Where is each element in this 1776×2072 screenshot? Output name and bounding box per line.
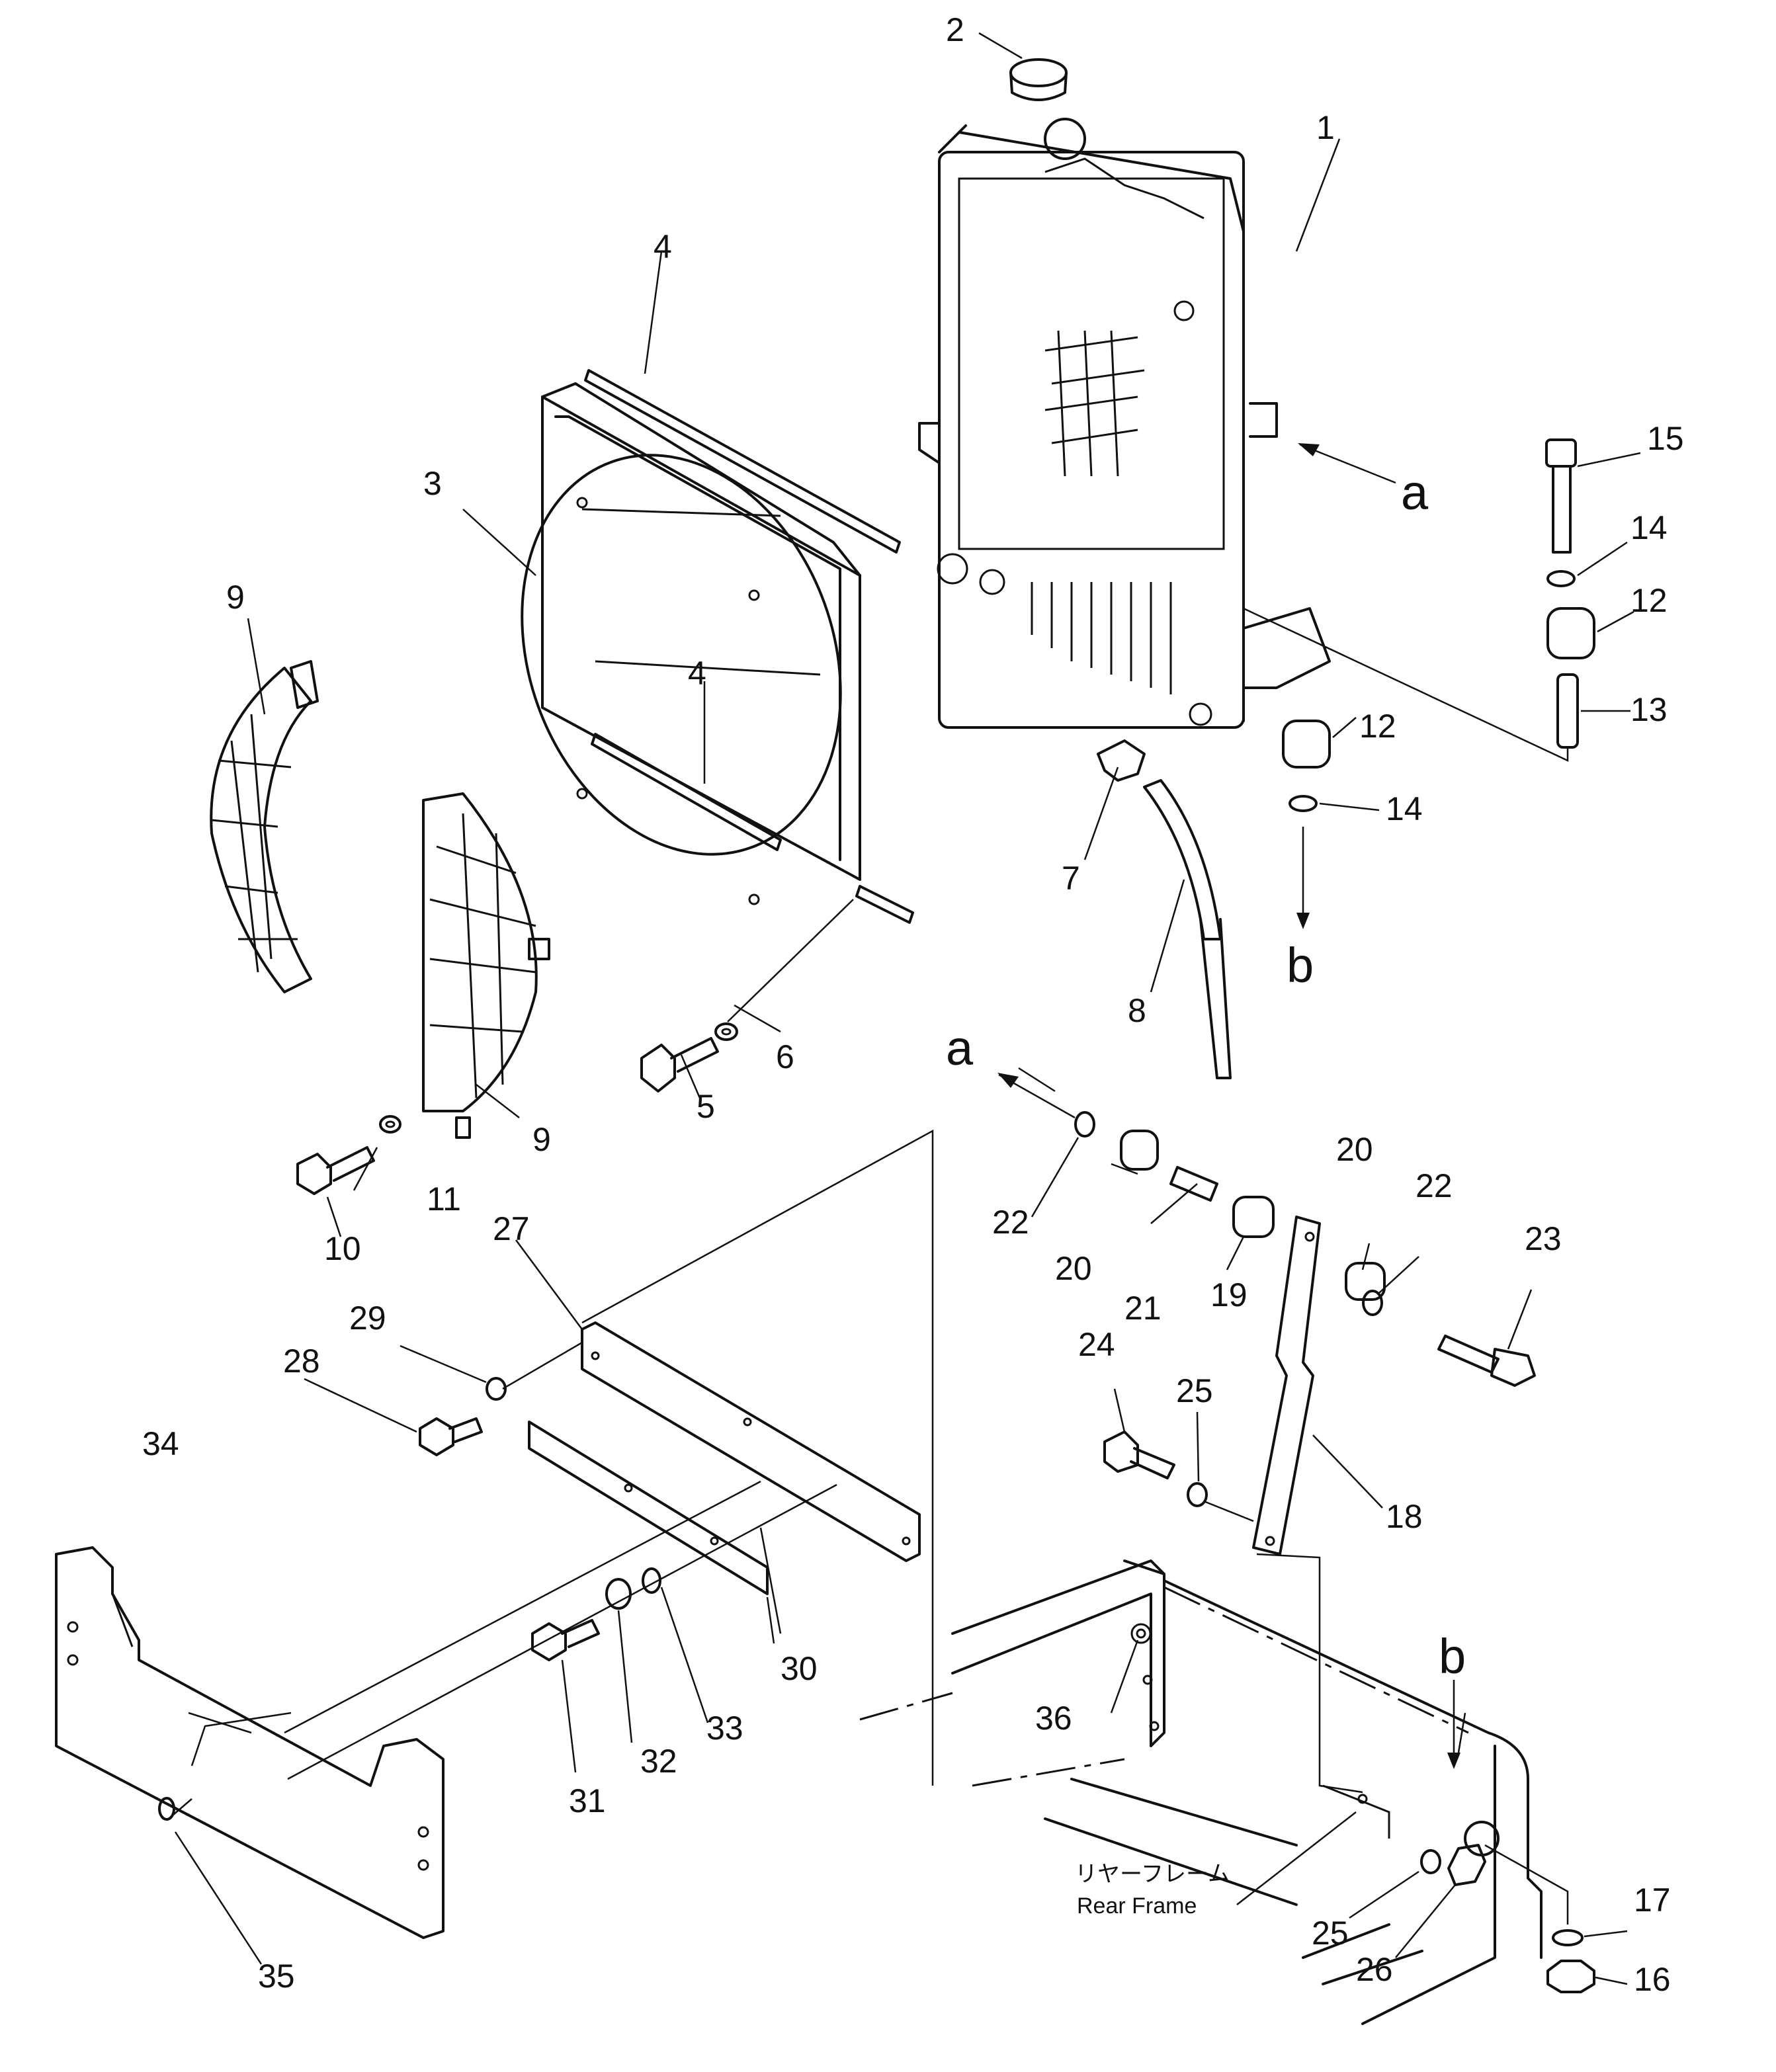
bolt-5 (640, 1037, 719, 1093)
cover-34 (55, 1546, 444, 1939)
callout-14-lower: 14 (1386, 790, 1423, 827)
view-letter-a-radiator: a (1401, 465, 1429, 520)
callout-8: 8 (1128, 992, 1146, 1029)
callout-19: 19 (1210, 1276, 1247, 1313)
callout-18: 18 (1386, 1498, 1423, 1535)
washer-22-left (1074, 1111, 1095, 1138)
callout-17: 17 (1634, 1882, 1671, 1919)
callout-31: 31 (569, 1782, 606, 1819)
bolt-23 (1437, 1335, 1536, 1387)
callout-4-mid: 4 (688, 655, 706, 692)
callout-21: 21 (1124, 1290, 1162, 1327)
callout-28: 28 (283, 1343, 320, 1380)
cushion-12-lower (1282, 720, 1331, 768)
washer-14-upper (1546, 570, 1576, 587)
callout-10: 10 (324, 1230, 361, 1267)
callout-1: 1 (1316, 109, 1335, 146)
washer-17 (1552, 1929, 1584, 1946)
callout-3: 3 (423, 465, 442, 502)
callout-2: 2 (946, 11, 964, 48)
callout-15: 15 (1647, 420, 1684, 457)
fan-guard-left (210, 660, 319, 993)
washer-29 (486, 1377, 507, 1401)
rear-frame-label-jp: リヤーフレーム (1075, 1862, 1230, 1887)
callout-4-top: 4 (654, 228, 672, 265)
lockwasher-33 (642, 1567, 661, 1594)
radiator-hose (1143, 779, 1232, 1079)
plate-30 (528, 1421, 769, 1595)
callout-27: 27 (493, 1210, 530, 1247)
callout-5: 5 (697, 1088, 715, 1125)
bolt-31 (531, 1619, 600, 1661)
cushion-19 (1232, 1196, 1275, 1238)
rear-frame-label-en: Rear Frame (1077, 1893, 1197, 1919)
washer-22-right (1362, 1290, 1383, 1316)
bolt-24 (1103, 1430, 1175, 1479)
fan-shroud (521, 382, 861, 905)
callout-25-lower: 25 (1312, 1915, 1349, 1952)
callout-35: 35 (258, 1958, 295, 1995)
bolt-28 (419, 1417, 483, 1456)
collar-21 (1169, 1166, 1218, 1202)
callout-16: 16 (1634, 1961, 1671, 1998)
callout-24: 24 (1078, 1326, 1115, 1363)
callout-9-right: 9 (532, 1121, 551, 1158)
bolt-10 (296, 1146, 375, 1195)
callout-22-left: 22 (992, 1204, 1029, 1241)
callout-30: 30 (781, 1650, 818, 1687)
plate-27 (581, 1321, 921, 1562)
radiator (918, 118, 1331, 729)
view-letter-b-frame: b (1439, 1629, 1466, 1684)
callout-23: 23 (1525, 1220, 1562, 1257)
nut-16 (1546, 1960, 1595, 1993)
callout-26: 26 (1356, 1951, 1393, 1988)
callout-12-upper: 12 (1630, 582, 1668, 619)
radiator-cap (1009, 58, 1068, 101)
nut-26 (1447, 1844, 1486, 1886)
callout-20-right: 20 (1336, 1131, 1373, 1168)
callout-36: 36 (1035, 1700, 1072, 1737)
collar-13 (1556, 673, 1579, 749)
plug-35 (158, 1797, 175, 1821)
view-arrow-b-down (1296, 913, 1310, 929)
washer-32 (605, 1578, 632, 1610)
callout-34: 34 (142, 1425, 179, 1462)
callout-33: 33 (706, 1710, 743, 1747)
callout-6: 6 (776, 1038, 794, 1075)
washer-25-upper (1187, 1482, 1208, 1507)
callout-12-lower: 12 (1359, 708, 1396, 745)
cushion-12-upper (1546, 607, 1595, 659)
washer-25-lower (1420, 1849, 1441, 1874)
fan-guard-right (422, 792, 550, 1139)
view-arrow-a-radiator (1298, 443, 1396, 484)
callout-7: 7 (1062, 860, 1080, 897)
seal-strips (584, 369, 914, 924)
callout-29: 29 (349, 1300, 386, 1337)
callout-32: 32 (640, 1743, 677, 1780)
callout-25-upper: 25 (1176, 1372, 1213, 1409)
view-letter-a-stay: a (946, 1020, 974, 1075)
cushion-20-left (1120, 1130, 1159, 1171)
view-letter-b-radiator: b (1287, 938, 1314, 993)
callout-20-left: 20 (1055, 1250, 1092, 1287)
callout-14-upper: 14 (1630, 509, 1668, 546)
hose-clamp (1097, 739, 1146, 782)
washer-11 (379, 1115, 402, 1134)
bolt-15 (1545, 438, 1577, 554)
washer-6 (714, 1022, 738, 1041)
washer-14-lower (1289, 795, 1318, 812)
callout-11: 11 (427, 1181, 461, 1218)
leader-lines (168, 32, 1641, 1985)
callout-13: 13 (1630, 691, 1668, 728)
cushion-20-right (1345, 1262, 1386, 1301)
view-arrow-b-frame (1447, 1680, 1460, 1769)
callout-22-right: 22 (1416, 1167, 1453, 1204)
stay-18 (1252, 1216, 1321, 1555)
callout-9-left: 9 (226, 579, 245, 616)
view-arrow-a-stay (997, 1073, 1076, 1119)
